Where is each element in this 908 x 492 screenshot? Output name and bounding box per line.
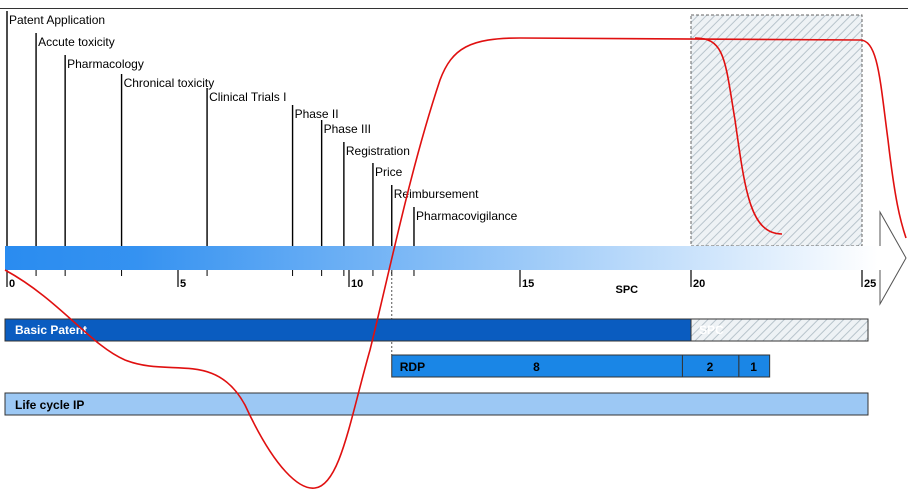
life-cycle-ip-bar [4, 392, 869, 416]
timeline-axis-arrow [879, 210, 907, 306]
rdp-bar: 8 2 1 [391, 354, 771, 378]
spc-period-shade [690, 14, 863, 247]
milestone-label: Phase III [324, 122, 371, 136]
generic-entry-curve [694, 37, 783, 235]
basic-patent-bar [4, 318, 692, 342]
milestone-label: Reimbursement [394, 187, 479, 201]
axis-tick-label: 25 [864, 278, 876, 290]
milestone-label: Chronical toxicity [124, 76, 215, 90]
rdp-segment-label: 1 [750, 360, 757, 374]
axis-tick-label: 10 [351, 278, 363, 290]
axis-ticks: 0 5 10 15 20 25 [6, 270, 876, 290]
milestone-label: Pharmacovigilance [416, 209, 518, 223]
rdp-segment-label: 8 [533, 360, 540, 374]
milestone-label: Clinical Trials I [209, 90, 286, 104]
axis-tick-label: 20 [693, 278, 705, 290]
basic-patent-label: Basic Patent [15, 323, 87, 337]
rdp-label: RDP [400, 360, 425, 374]
axis-tick-label: 0 [9, 278, 15, 290]
spc-bar [690, 318, 869, 342]
cash-flow-curve [4, 37, 907, 489]
life-cycle-ip-label: Life cycle IP [15, 398, 84, 412]
timeline-axis-band [5, 246, 878, 270]
milestone-label: Pharmacology [67, 57, 144, 71]
axis-tick-label: 15 [522, 278, 534, 290]
milestone-label: Accute toxicity [38, 35, 115, 49]
rdp-segment [738, 354, 771, 378]
rdp-segment-label: 2 [707, 360, 714, 374]
axis-tick-label: 5 [180, 278, 186, 290]
milestone-label: Price [375, 165, 403, 179]
spc-bar-label: SPC [699, 323, 724, 337]
axis-spc-label: SPC [616, 284, 639, 296]
milestone-label: Registration [346, 144, 410, 158]
milestone-label: Patent Application [9, 13, 105, 27]
milestone-label: Phase II [295, 107, 339, 121]
